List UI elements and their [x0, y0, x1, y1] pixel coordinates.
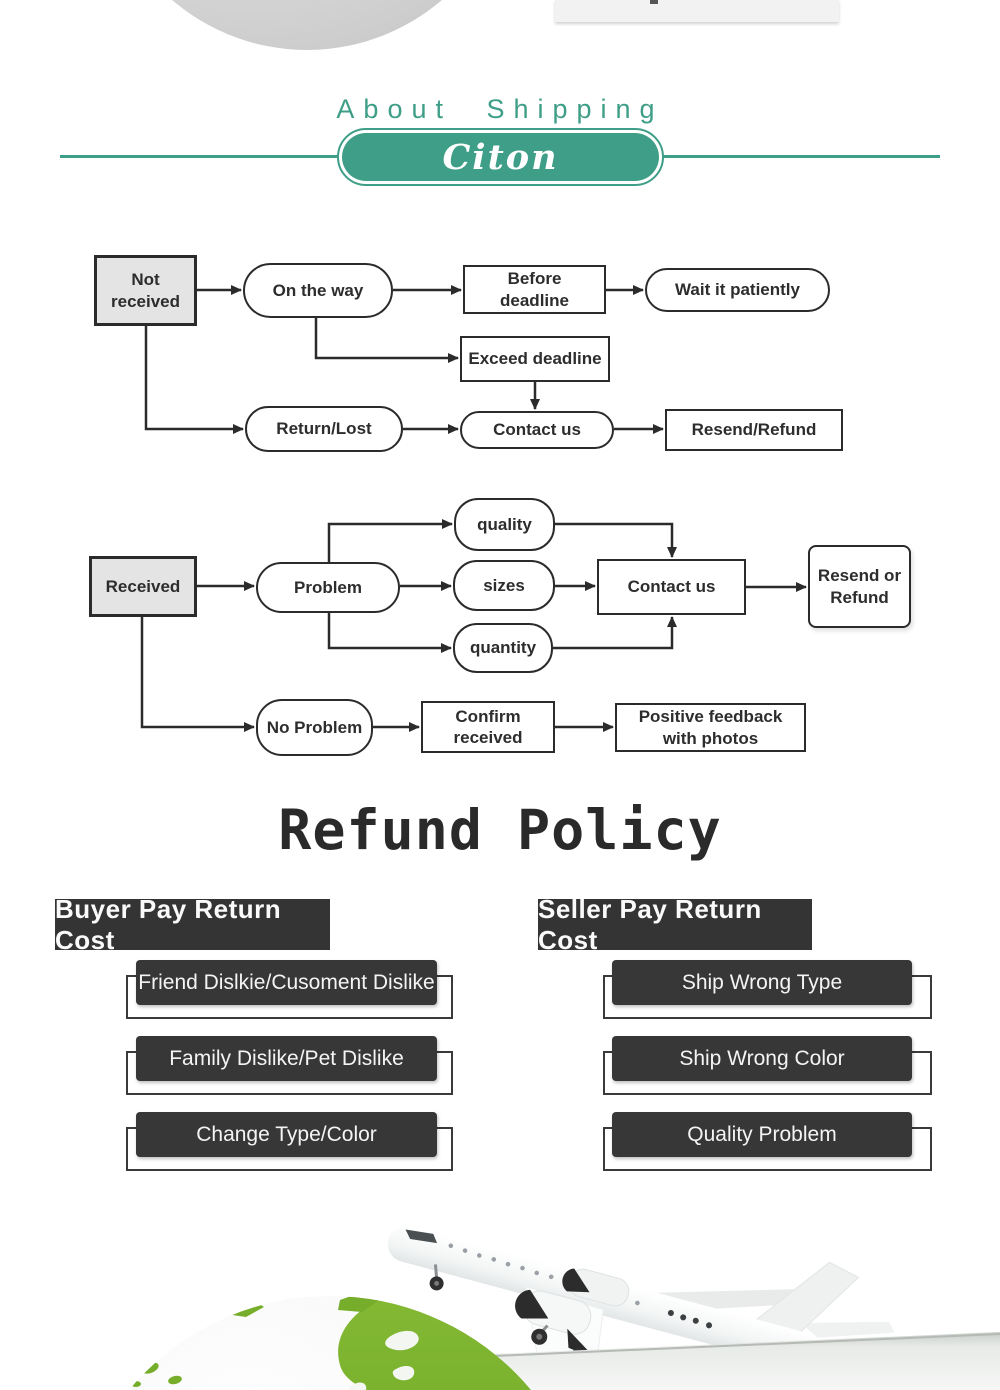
brand-badge: Citon — [337, 128, 664, 186]
flow-node-no-problem: No Problem — [256, 699, 373, 756]
flow-node-before-deadline: Before deadline — [463, 265, 606, 314]
divider-line-right — [663, 155, 940, 158]
flow-node-on-the-way: On the way — [243, 263, 393, 318]
flow-node-quantity: quantity — [453, 623, 553, 673]
flow-node-problem: Problem — [256, 562, 400, 613]
cropped-circle-decoration — [100, 0, 514, 50]
flow-node-contact-us-2: Contact us — [597, 559, 746, 615]
section-title-about-shipping: About Shipping — [336, 94, 664, 124]
flow-node-quality: quality — [454, 498, 555, 551]
flow-node-contact-us-1: Contact us — [460, 411, 614, 449]
cropped-text-fragment — [650, 0, 658, 4]
flow-node-exceed-deadline: Exceed deadline — [460, 336, 610, 382]
flow-node-sizes: sizes — [453, 560, 555, 611]
seller-item-1: Ship Wrong Type — [612, 960, 912, 1005]
flow-node-received: Received — [89, 556, 197, 617]
buyer-item-1: Friend Dislkie/Cusoment Dislike — [136, 960, 437, 1005]
flow-node-resend-refund: Resend/Refund — [665, 409, 843, 451]
refund-policy-title: Refund Policy — [278, 798, 722, 862]
seller-pay-header: Seller Pay Return Cost — [538, 894, 812, 955]
seller-item-2: Ship Wrong Color — [612, 1036, 912, 1081]
seller-item-3: Quality Problem — [612, 1112, 912, 1157]
flow-node-wait-it-patiently: Wait it patiently — [645, 268, 830, 312]
flow-node-resend-or-refund: Resend or Refund — [808, 545, 911, 628]
flow-node-confirm-received: Confirm received — [421, 701, 555, 753]
flow-node-not-received: Not received — [94, 255, 197, 326]
flow-node-positive-feedback: Positive feedback with photos — [615, 703, 806, 752]
divider-line-left — [60, 155, 337, 158]
shipping-illustration — [129, 1226, 1000, 1390]
buyer-pay-header: Buyer Pay Return Cost — [55, 894, 330, 955]
brand-name: Citon — [342, 133, 659, 181]
buyer-item-2: Family Dislike/Pet Dislike — [136, 1036, 437, 1081]
flow-node-return-lost: Return/Lost — [245, 406, 403, 452]
buyer-item-3: Change Type/Color — [136, 1112, 437, 1157]
top-cropped-panel — [555, 0, 839, 22]
